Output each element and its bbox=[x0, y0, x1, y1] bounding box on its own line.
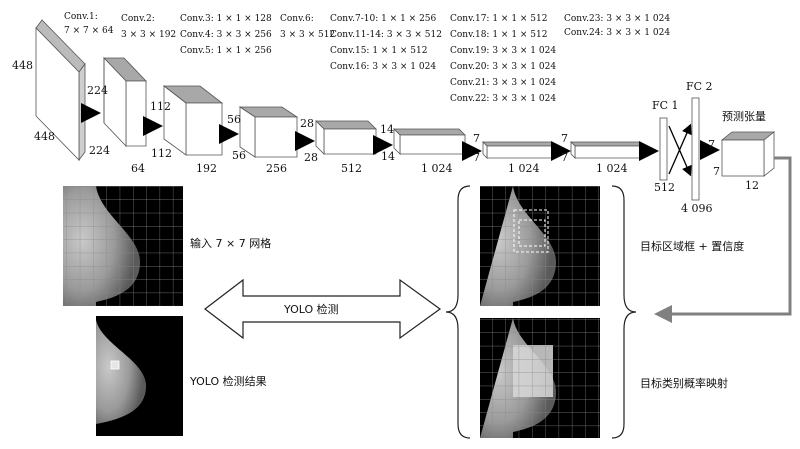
fc2-layer bbox=[691, 97, 700, 201]
block-7 bbox=[570, 141, 644, 159]
block-2 bbox=[162, 85, 224, 156]
output-title: 预测张量 bbox=[722, 110, 766, 123]
fc1-units: 512 bbox=[654, 181, 675, 194]
block-4 bbox=[315, 120, 377, 155]
block1-depth: 64 bbox=[131, 162, 145, 175]
input-width: 448 bbox=[34, 130, 55, 143]
block6-height: 7 bbox=[473, 132, 480, 145]
block1-width: 224 bbox=[89, 144, 110, 157]
conv20-label: Conv.20: 3 × 3 × 1 024 bbox=[450, 62, 557, 72]
fc-cross-arrows bbox=[668, 123, 692, 177]
block5-height: 14 bbox=[380, 123, 394, 136]
input-height: 448 bbox=[12, 59, 33, 72]
block3-depth: 256 bbox=[266, 162, 287, 175]
block5-width: 14 bbox=[381, 150, 395, 163]
block7-depth: 1 024 bbox=[596, 162, 628, 175]
yolo-detect-label: YOLO 检测 bbox=[284, 303, 339, 316]
block6-width: 7 bbox=[473, 151, 480, 164]
block-3 bbox=[238, 106, 299, 158]
conv21-label: Conv.21: 3 × 3 × 1 024 bbox=[450, 78, 557, 88]
conv1-spec: 7 × 7 × 64 bbox=[64, 26, 114, 36]
fc2-units: 4 096 bbox=[681, 202, 713, 215]
conv24-label: Conv.24: 3 × 3 × 1 024 bbox=[564, 28, 671, 38]
yolo-double-arrow bbox=[204, 278, 442, 340]
output-height: 7 bbox=[708, 138, 715, 151]
conv5-label: Conv.5: 1 × 1 × 256 bbox=[180, 46, 272, 56]
output-depth: 12 bbox=[745, 179, 759, 192]
result-label: YOLO 检测结果 bbox=[190, 375, 267, 388]
block-6 bbox=[482, 141, 556, 159]
result-image bbox=[63, 316, 183, 436]
group-brace bbox=[445, 185, 637, 439]
conv17-label: Conv.17: 1 × 1 × 512 bbox=[450, 14, 548, 24]
block1-height: 224 bbox=[87, 84, 108, 97]
block-1 bbox=[103, 57, 147, 147]
block4-depth: 512 bbox=[341, 162, 362, 175]
block-5 bbox=[393, 128, 466, 155]
block3-height: 56 bbox=[227, 113, 241, 126]
input-grid-image bbox=[63, 186, 183, 306]
conv6-label: Conv.6: bbox=[280, 14, 314, 24]
block7-height: 7 bbox=[561, 132, 568, 145]
fc1-label: FC 1 bbox=[652, 99, 679, 112]
input-grid-label: 输入 7 × 7 网格 bbox=[190, 237, 272, 250]
block7-width: 7 bbox=[561, 151, 568, 164]
conv2-label: Conv.2: bbox=[121, 14, 155, 24]
block2-height: 112 bbox=[150, 100, 171, 113]
conv3-label: Conv.3: 1 × 1 × 128 bbox=[180, 14, 272, 24]
bbox-image bbox=[480, 186, 600, 306]
feedback-arrow bbox=[654, 156, 792, 323]
fc2-label: FC 2 bbox=[686, 80, 713, 93]
conv7-label: Conv.7-10: 1 × 1 × 256 bbox=[330, 14, 437, 24]
block6-depth: 1 024 bbox=[508, 162, 540, 175]
block4-height: 28 bbox=[300, 117, 314, 130]
conv22-label: Conv.22: 3 × 3 × 1 024 bbox=[450, 94, 557, 104]
bbox-confidence-label: 目标区域框 + 置信度 bbox=[640, 240, 745, 253]
conv18-label: Conv.18: 1 × 1 × 512 bbox=[450, 30, 548, 40]
block2-depth: 192 bbox=[196, 162, 217, 175]
fc1-layer bbox=[659, 117, 668, 181]
conv4-label: Conv.4: 3 × 3 × 256 bbox=[180, 30, 272, 40]
conv23-label: Conv.23: 3 × 3 × 1 024 bbox=[564, 14, 671, 24]
conv15-label: Conv.15: 1 × 1 × 512 bbox=[330, 46, 428, 56]
conv16-label: Conv.16: 3 × 3 × 1 024 bbox=[330, 62, 437, 72]
conv6-spec: 3 × 3 × 512 bbox=[280, 30, 336, 40]
output-tensor bbox=[720, 131, 776, 177]
class-prob-image bbox=[480, 318, 600, 438]
conv11-label: Conv.11-14: 3 × 3 × 512 bbox=[330, 30, 442, 40]
block5-depth: 1 024 bbox=[421, 162, 453, 175]
flow-arrows bbox=[81, 103, 720, 161]
block4-width: 28 bbox=[304, 151, 318, 164]
conv19-label: Conv.19: 3 × 3 × 1 024 bbox=[450, 46, 557, 56]
output-width: 7 bbox=[713, 165, 720, 178]
conv1-label: Conv.1: bbox=[64, 12, 98, 22]
block2-width: 112 bbox=[151, 147, 172, 160]
block3-width: 56 bbox=[232, 149, 246, 162]
conv2-spec: 3 × 3 × 192 bbox=[121, 30, 177, 40]
class-prob-label: 目标类别概率映射 bbox=[640, 377, 728, 390]
